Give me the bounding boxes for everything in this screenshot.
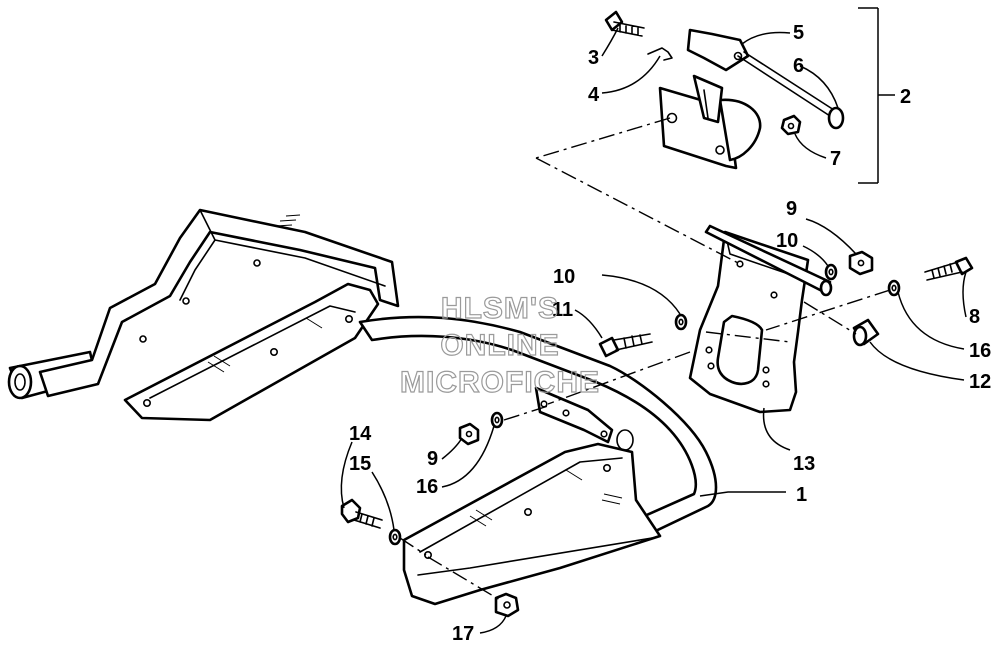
callout-15: 15: [349, 453, 371, 475]
clevis-nut: [780, 114, 802, 136]
callout-3: 3: [588, 47, 599, 69]
bolt-8: [924, 256, 974, 281]
nut-17: [494, 592, 520, 618]
hitch-plate: [688, 224, 833, 414]
right-gusset-plate: [402, 442, 662, 606]
callout-13: 13: [793, 453, 815, 475]
watermark-line-3: MICROFICHE: [400, 366, 600, 399]
center-mount-bracket: [534, 386, 614, 444]
bolt-14: [340, 498, 383, 529]
watermark-line-2: ONLINE: [440, 329, 559, 362]
callout-6: 6: [793, 55, 804, 77]
callout-11: 11: [552, 299, 573, 321]
clevis-bolt: [604, 10, 645, 37]
clevis-assembly: [658, 28, 762, 170]
watermark-line-1: HLSM'S: [441, 292, 559, 325]
callout-1: 1: [796, 484, 807, 506]
nut-9-lower: [458, 422, 480, 446]
washer-16-upper: [887, 279, 901, 297]
callout-8: 8: [969, 306, 980, 328]
left-mount-bracket: [7, 208, 400, 422]
washer-15: [388, 528, 402, 546]
watermark: HLSM'S ONLINE MICROFICHE: [399, 291, 600, 399]
callout-10-lower: 10: [553, 266, 575, 288]
washer-16-lower: [490, 411, 504, 429]
callout-16-upper: 16: [969, 340, 991, 362]
callout-5: 5: [793, 22, 804, 44]
callout-labels: 1 2 3 4 5 6 7 8 9 9 10 10 11 12 13 14 15…: [349, 22, 991, 645]
callout-14: 14: [349, 423, 372, 445]
callout-7: 7: [830, 148, 841, 170]
spring-clip: [647, 47, 673, 61]
callout-9-upper: 9: [786, 198, 797, 220]
clevis-pin: [737, 51, 845, 130]
bolt-11: [598, 333, 653, 358]
center-lines: [399, 117, 891, 601]
spacer-12: [852, 318, 880, 347]
washer-10-upper: [824, 263, 838, 281]
callout-17: 17: [452, 623, 474, 645]
nut-9-upper: [848, 250, 874, 276]
callout-2: 2: [900, 86, 911, 108]
callout-10-upper: 10: [776, 230, 798, 252]
callout-16-lower: 16: [416, 476, 438, 498]
callout-12: 12: [969, 371, 991, 393]
callout-4: 4: [588, 84, 600, 106]
leader-lines: [340, 7, 967, 634]
washer-10-lower: [674, 313, 688, 331]
callout-9-lower: 9: [427, 448, 438, 470]
